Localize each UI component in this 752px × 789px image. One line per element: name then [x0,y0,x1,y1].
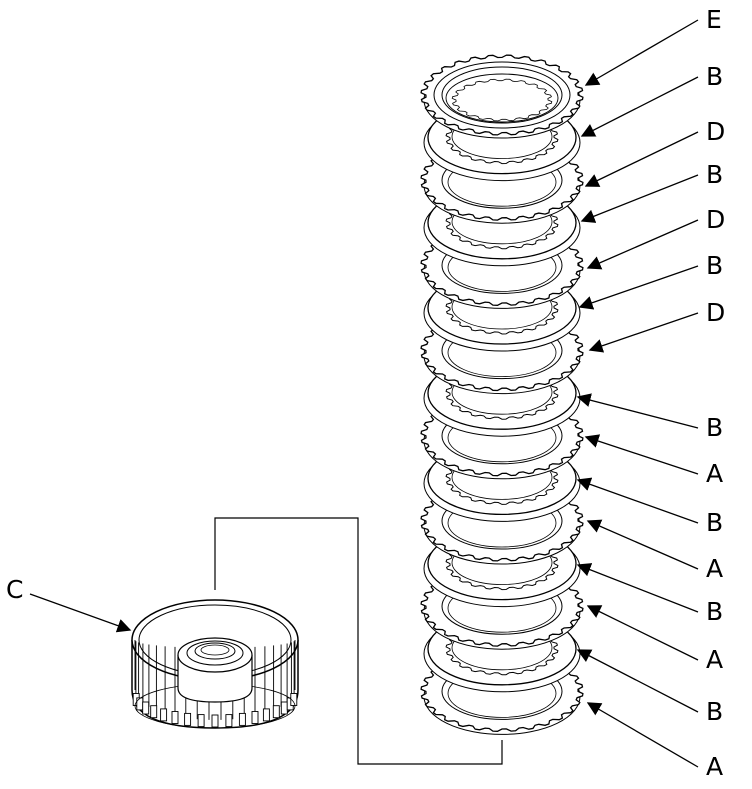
drum-label-c: C [6,575,23,604]
callout-arrow [576,393,699,429]
callout-arrow [576,563,699,613]
callout-label: B [706,160,723,189]
callout-label: B [706,697,723,726]
callout-label: B [706,413,723,442]
callout-label: A [706,554,723,583]
callout-arrow [586,519,699,570]
callout-arrow [576,477,699,524]
callout-arrow [586,219,699,270]
callout-label: D [706,205,725,234]
callout-arrow [588,312,699,353]
callout-label: B [706,251,723,280]
callout-label: D [706,298,725,327]
callout-arrow [586,702,699,768]
callout-label: B [706,62,723,91]
callout-label: A [706,752,723,781]
clutch-plate [420,54,584,139]
callout-arrow [584,131,699,187]
callout-label: D [706,117,725,146]
callout-arrow [580,174,699,223]
clutch-drum [131,599,299,729]
callout-arrow [584,434,699,475]
callout-arrow [580,76,699,137]
callout-label: A [706,459,723,488]
drum-label-c-arrow [29,593,132,633]
callout-label: B [706,508,723,537]
callout-arrow [576,649,699,713]
callout-arrow [586,605,699,661]
clutch-plate-stack [420,54,584,735]
callout-arrow [578,265,699,310]
callout-label: E [706,5,722,34]
callout-label: A [706,645,723,674]
callout-arrow [584,19,699,86]
callout-label: B [706,597,723,626]
assembly-connector-line [214,517,503,765]
